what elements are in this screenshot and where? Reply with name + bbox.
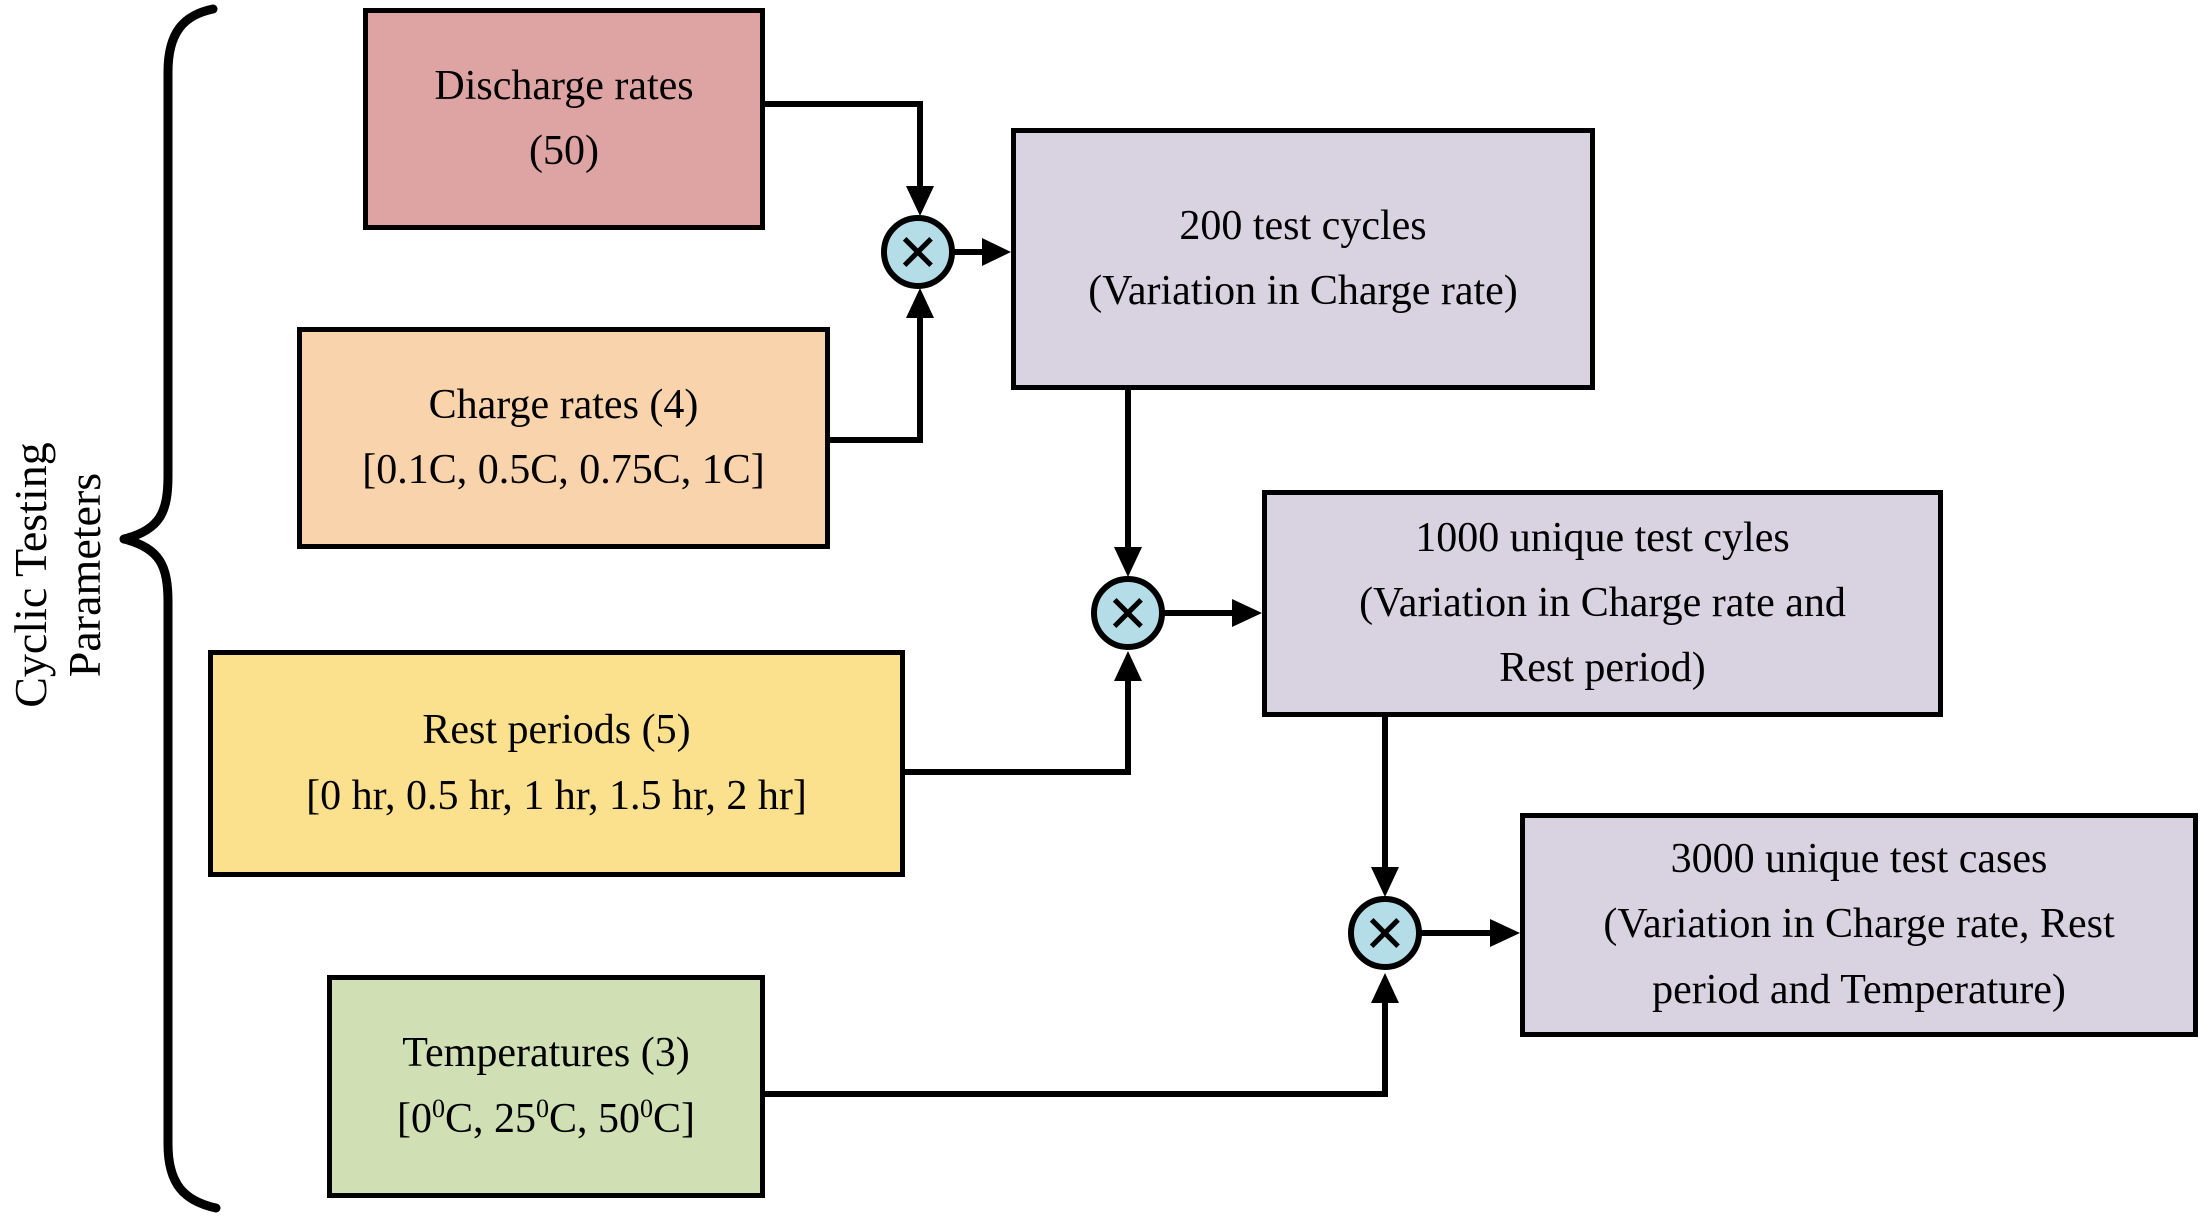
curly-brace [119,4,221,1213]
discharge-rates-title: Discharge rates [434,62,694,109]
result-3000-line3: period and Temperature) [1652,966,2066,1013]
connector-temperature-to-multiply3 [765,1003,1388,1097]
multiply-icon: × [1364,893,1405,973]
connector-rest-to-multiply2 [905,681,1131,775]
arrow-head-right-icon [1490,919,1520,947]
discharge-rates-count: (50) [529,128,599,174]
arrow-head-up-icon [1371,973,1399,1003]
result-3000-line1: 3000 unique test cases [1670,836,2048,883]
temperatures-values: [00C, 250C, 500C] [396,1093,696,1142]
result-1000-unique-test-cycles-box: 1000 unique test cyles (Variation in Cha… [1262,490,1943,717]
connector-discharge-to-multiply1 [765,101,923,186]
temperatures-box: Temperatures (3) [00C, 250C, 500C] [327,975,765,1198]
multiply-node-3: × [1348,893,1422,973]
rest-periods-box: Rest periods (5) [0 hr, 0.5 hr, 1 hr, 1.… [208,650,905,877]
multiply-circle [881,215,955,289]
result-3000-unique-test-cases-box: 3000 unique test cases (Variation in Cha… [1520,813,2198,1037]
result-3000-line2: (Variation in Charge rate, Rest [1603,901,2115,948]
temperatures-title: Temperatures (3) [402,1030,690,1077]
arrow-heads [906,186,1520,1003]
connector-charge-to-multiply1 [830,318,923,443]
result-1000-line3: Rest period) [1499,645,1706,692]
arrow-head-down-icon [906,186,934,216]
arrow-head-right-icon [1232,599,1262,627]
rest-periods-title: Rest periods (5) [422,707,691,754]
multiply-circle [1091,576,1165,650]
result-200-line2: (Variation in Charge rate) [1088,268,1518,314]
arrow-head-up-icon [1114,651,1142,681]
multiply-icon: × [1107,573,1148,653]
side-label-cyclic-testing-parameters: Cyclic Testing Parameters [4,245,116,905]
side-label-line2: Parameters [59,472,111,678]
arrow-head-up-icon [906,288,934,318]
charge-rates-box: Charge rates (4) [0.1C, 0.5C, 0.75C, 1C] [297,327,830,549]
charge-rates-title: Charge rates (4) [428,381,699,428]
multiply-node-1: × [881,212,955,292]
arrow-head-right-icon [982,238,1011,266]
discharge-rates-box: Discharge rates (50) [363,8,765,230]
multiply-icon: × [897,212,938,292]
multiply-circle [1348,896,1422,970]
result-1000-line1: 1000 unique test cyles [1415,514,1790,561]
charge-rates-values: [0.1C, 0.5C, 0.75C, 1C] [362,447,765,493]
connectors [765,101,1492,1097]
result-200-line1: 200 test cycles [1179,202,1427,249]
arrow-head-down-icon [1114,547,1142,577]
result-200-test-cycles-box: 200 test cycles (Variation in Charge rat… [1011,128,1595,390]
multiply-node-2: × [1091,573,1165,653]
arrow-head-down-icon [1371,867,1399,897]
side-label-line1: Cyclic Testing [5,442,56,708]
rest-periods-values: [0 hr, 0.5 hr, 1 hr, 1.5 hr, 2 hr] [306,772,807,819]
result-1000-line2: (Variation in Charge rate and [1359,579,1846,626]
